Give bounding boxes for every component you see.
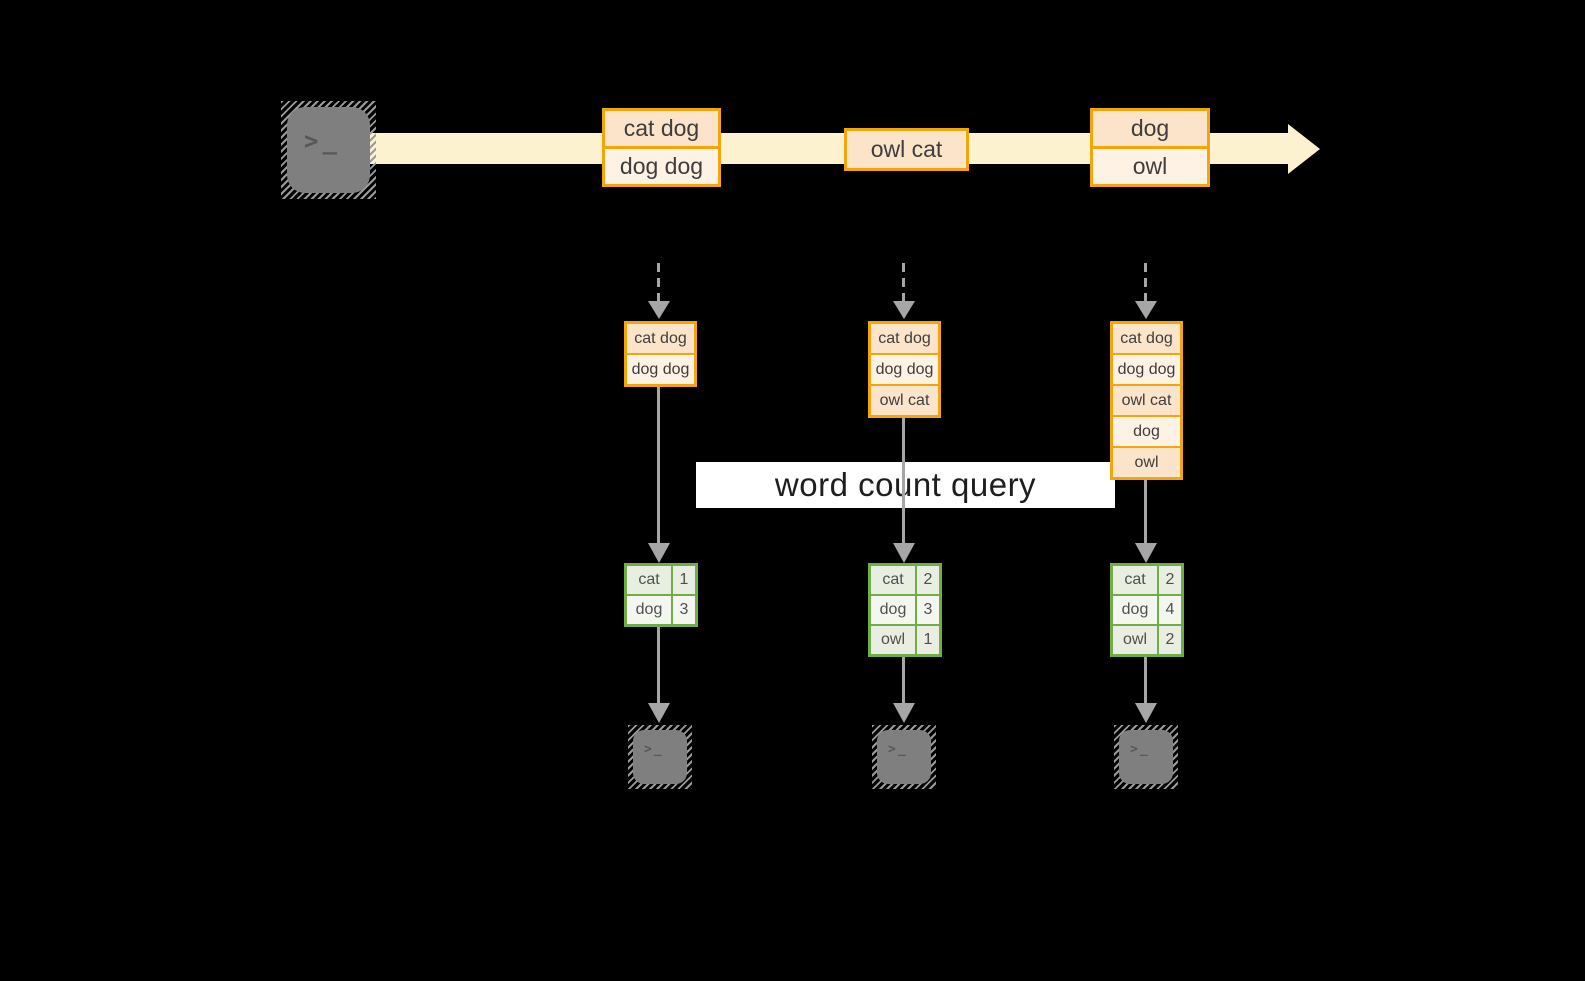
stack-row: dog dog — [627, 353, 694, 384]
count-cell: 2 — [1165, 571, 1175, 588]
record-text: dog dog — [631, 360, 690, 378]
record-text: cat dog — [634, 329, 687, 347]
sink-terminal-icon: >_ — [1114, 725, 1178, 789]
stream-record: owl — [1093, 146, 1207, 184]
word-count-table-3: cat 2 dog 4 owl 2 — [1110, 563, 1184, 657]
terminal-prompt-glyph: >_ — [1130, 742, 1150, 757]
record-text: dog dog — [1117, 360, 1176, 378]
record-text: dog — [1130, 115, 1170, 141]
word-cell: dog — [627, 596, 673, 624]
down-arrow-icon — [1144, 263, 1147, 301]
count-cell: 1 — [679, 571, 689, 588]
down-arrowhead-icon — [1135, 703, 1157, 723]
record-stack-2: cat dog dog dog owl cat — [868, 321, 941, 418]
word-cell: cat — [627, 566, 673, 594]
down-arrow-icon — [902, 418, 905, 543]
word-cell: cat — [1113, 566, 1159, 594]
record-text: cat dog — [1120, 329, 1173, 347]
stack-row: owl cat — [871, 384, 938, 415]
record-text: owl cat — [870, 136, 943, 162]
word-cell: owl — [871, 626, 917, 654]
count-cell: 4 — [1165, 601, 1175, 618]
record-text: dog dog — [875, 360, 934, 378]
sink-terminal-icon: >_ — [872, 725, 936, 789]
source-terminal-icon: >_ — [281, 101, 376, 199]
down-arrowhead-icon — [893, 703, 915, 723]
record-text: cat dog — [878, 329, 931, 347]
stack-row: owl — [1113, 446, 1180, 477]
count-cell: 2 — [923, 571, 933, 588]
terminal-prompt-glyph: >_ — [304, 127, 341, 155]
terminal-screen: >_ — [633, 730, 687, 784]
stream-record: cat dog — [605, 111, 718, 146]
record-text: dog dog — [619, 153, 704, 179]
table-row: cat 1 — [627, 566, 695, 594]
down-arrow-icon — [657, 387, 660, 543]
record-text: dog — [1133, 422, 1160, 440]
count-cell: 2 — [1165, 631, 1175, 648]
stream-record: owl cat — [847, 131, 966, 168]
down-arrowhead-icon — [893, 301, 915, 319]
record-stack-1: cat dog dog dog — [624, 321, 697, 387]
stack-row: dog dog — [1113, 353, 1180, 384]
down-arrow-icon — [657, 263, 660, 301]
table-row: dog 3 — [871, 594, 939, 624]
down-arrowhead-icon — [648, 543, 670, 563]
down-arrow-icon — [657, 627, 660, 703]
record-stack-3: cat dog dog dog owl cat dog owl — [1110, 321, 1183, 480]
count-cell: 3 — [679, 601, 689, 618]
right-arrow-icon — [1288, 124, 1320, 174]
word-count-table-2: cat 2 dog 3 owl 1 — [868, 563, 942, 657]
down-arrowhead-icon — [1135, 301, 1157, 319]
down-arrowhead-icon — [893, 543, 915, 563]
stack-row: cat dog — [627, 324, 694, 353]
record-text: owl — [1134, 453, 1159, 471]
count-cell: 3 — [923, 601, 933, 618]
record-text: owl — [1132, 153, 1168, 179]
down-arrowhead-icon — [648, 301, 670, 319]
word-cell: owl — [1113, 626, 1159, 654]
stack-row: cat dog — [1113, 324, 1180, 353]
stream-event-box-3: dog owl — [1090, 108, 1210, 187]
word-cell: dog — [871, 596, 917, 624]
stream-event-box-1: cat dog dog dog — [602, 108, 721, 187]
down-arrowhead-icon — [648, 703, 670, 723]
down-arrow-icon — [1144, 480, 1147, 543]
table-row: cat 2 — [1113, 566, 1181, 594]
down-arrowhead-icon — [1135, 543, 1157, 563]
stream-record: dog — [1093, 111, 1207, 146]
down-arrow-icon — [902, 657, 905, 703]
table-row: owl 1 — [871, 624, 939, 654]
table-row: cat 2 — [871, 566, 939, 594]
record-text: owl cat — [1121, 391, 1172, 409]
stack-row: dog dog — [871, 353, 938, 384]
terminal-screen: >_ — [877, 730, 931, 784]
table-row: dog 4 — [1113, 594, 1181, 624]
terminal-screen: >_ — [1119, 730, 1173, 784]
word-cell: dog — [1113, 596, 1159, 624]
stack-row: cat dog — [871, 324, 938, 353]
word-count-table-1: cat 1 dog 3 — [624, 563, 698, 627]
stack-row: owl cat — [1113, 384, 1180, 415]
stream-event-box-2: owl cat — [844, 128, 969, 171]
word-cell: cat — [871, 566, 917, 594]
terminal-screen: >_ — [287, 107, 370, 193]
stack-row: dog — [1113, 415, 1180, 446]
table-row: owl 2 — [1113, 624, 1181, 654]
down-arrow-icon — [902, 263, 905, 301]
query-label-box: word count query — [696, 462, 1115, 508]
query-label: word count query — [774, 466, 1037, 503]
table-row: dog 3 — [627, 594, 695, 624]
record-text: cat dog — [623, 115, 700, 141]
terminal-prompt-glyph: >_ — [888, 742, 908, 757]
down-arrow-icon — [1144, 657, 1147, 703]
record-text: owl cat — [879, 391, 930, 409]
terminal-prompt-glyph: >_ — [644, 742, 664, 757]
count-cell: 1 — [923, 631, 933, 648]
stream-record: dog dog — [605, 146, 718, 184]
sink-terminal-icon: >_ — [628, 725, 692, 789]
